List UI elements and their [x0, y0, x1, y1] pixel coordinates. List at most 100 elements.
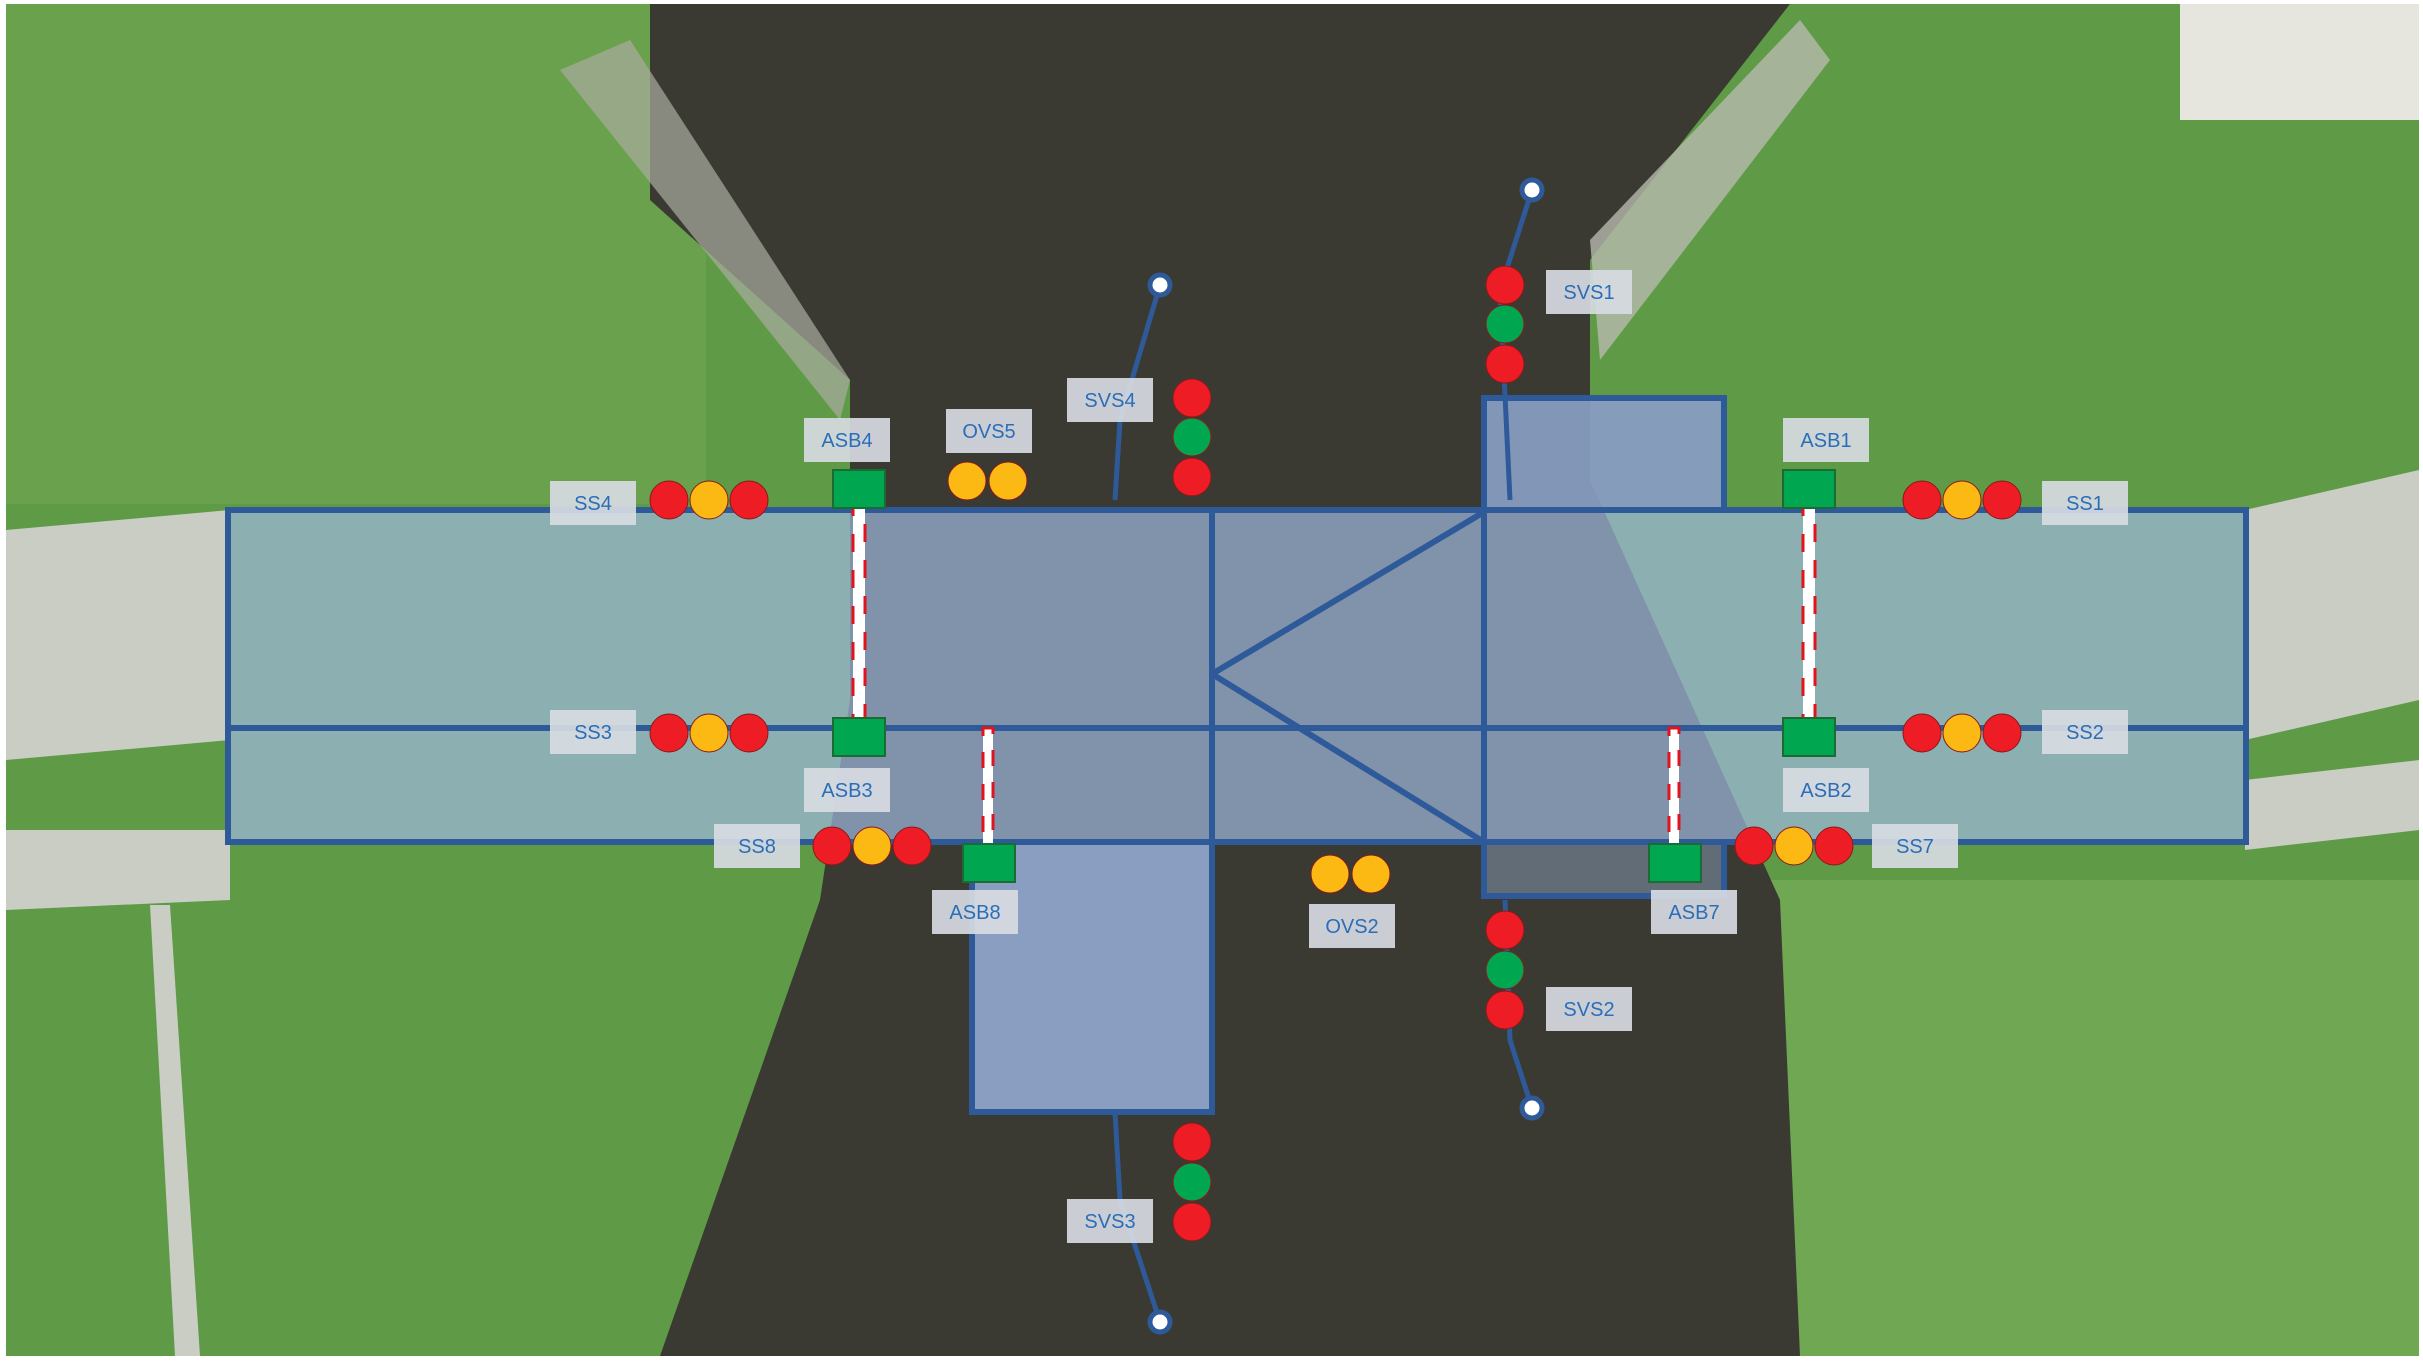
road-west-lower — [6, 830, 230, 910]
barrier-base — [1782, 469, 1836, 509]
signal-ss8[interactable] — [812, 826, 932, 866]
light-amber — [947, 461, 987, 501]
light-red — [1172, 1122, 1212, 1162]
road-west — [6, 510, 230, 760]
barrier-base — [1782, 717, 1836, 757]
light-red — [1902, 480, 1942, 520]
light-green — [1485, 950, 1525, 990]
light-green — [1172, 1162, 1212, 1202]
label-asb1: ASB1 — [1783, 418, 1869, 462]
light-amber — [689, 713, 729, 753]
label-ss4-text: SS4 — [574, 493, 612, 515]
signal-ss1[interactable] — [1902, 480, 2022, 520]
signal-ovs2[interactable] — [1310, 854, 1391, 894]
signal-ovs5[interactable] — [947, 461, 1028, 501]
light-red — [1485, 910, 1525, 950]
label-ss1: SS1 — [2042, 481, 2128, 525]
light-amber — [988, 461, 1028, 501]
label-ovs2-text: OVS2 — [1325, 916, 1378, 938]
barriers — [832, 469, 1836, 883]
bridge-deck — [225, 507, 2249, 845]
light-red — [1485, 990, 1525, 1030]
guide-wall-svs2-end — [1519, 1095, 1545, 1121]
signal-ss4[interactable] — [649, 480, 769, 520]
light-red — [1902, 713, 1942, 753]
label-svs4: SVS4 — [1067, 378, 1153, 422]
light-red — [1485, 344, 1525, 384]
barrier-asb8[interactable] — [962, 726, 1016, 883]
grass-area-lower-right — [1700, 880, 2419, 1356]
label-asb4-text: ASB4 — [821, 430, 872, 452]
signal-svs4[interactable] — [1172, 378, 1212, 497]
label-svs3-text: SVS3 — [1084, 1211, 1135, 1233]
label-svs1-text: SVS1 — [1563, 282, 1614, 304]
label-asb7: ASB7 — [1651, 890, 1737, 934]
signal-svs3[interactable] — [1172, 1122, 1212, 1242]
signal-svs2[interactable] — [1485, 910, 1525, 1030]
canal-bank-right — [1590, 20, 1830, 360]
light-amber — [1942, 480, 1982, 520]
light-amber — [852, 826, 892, 866]
labels: SVS1 SVS4 SVS2 SVS3 OVS5 OVS2 ASB4 ASB1 — [550, 270, 2128, 1243]
light-amber — [1942, 713, 1982, 753]
label-svs2-text: SVS2 — [1563, 999, 1614, 1021]
label-asb3-text: ASB3 — [821, 780, 872, 802]
label-ovs5: OVS5 — [946, 409, 1032, 453]
label-ss7-text: SS7 — [1896, 836, 1934, 858]
signal-ss3[interactable] — [649, 713, 769, 753]
barrier-asb1[interactable] — [1782, 469, 1836, 757]
label-asb3: ASB3 — [804, 768, 890, 812]
light-amber — [1351, 854, 1391, 894]
label-svs1: SVS1 — [1546, 270, 1632, 314]
guide-wall-svs4-end — [1147, 272, 1173, 298]
light-amber — [1774, 826, 1814, 866]
barrier-arm — [1801, 498, 1817, 732]
signal-ss2[interactable] — [1902, 713, 2022, 753]
signal-ss7[interactable] — [1734, 826, 1854, 866]
label-ss1-text: SS1 — [2066, 493, 2104, 515]
light-red — [1814, 826, 1854, 866]
label-ss4: SS4 — [550, 481, 636, 525]
label-ss8-text: SS8 — [738, 836, 776, 858]
label-asb8-text: ASB8 — [949, 902, 1000, 924]
barrier-arm — [851, 498, 867, 732]
label-ss3-text: SS3 — [574, 722, 612, 744]
label-ss8: SS8 — [714, 824, 800, 868]
barrier-base — [832, 469, 886, 509]
guide-wall-svs1-end — [1519, 177, 1545, 203]
signal-svs1[interactable] — [1485, 265, 1525, 384]
canal-bank-left — [560, 40, 850, 420]
light-red — [1734, 826, 1774, 866]
traffic-lights — [649, 265, 2022, 1242]
light-amber — [689, 480, 729, 520]
label-svs3: SVS3 — [1067, 1199, 1153, 1243]
light-red — [892, 826, 932, 866]
footpath — [150, 905, 200, 1356]
pale-field-top-right — [2180, 4, 2419, 120]
label-ss7: SS7 — [1872, 824, 1958, 868]
light-red — [1485, 265, 1525, 305]
light-red — [649, 480, 689, 520]
barrier-asb4[interactable] — [832, 469, 886, 757]
span-diagonal-upper — [1210, 509, 1486, 677]
road-east-lower — [2245, 760, 2419, 850]
light-red — [1172, 457, 1212, 497]
guide-wall-svs3-end — [1147, 1309, 1173, 1335]
label-asb1-text: ASB1 — [1800, 430, 1851, 452]
light-red — [1982, 480, 2022, 520]
label-ss3: SS3 — [550, 710, 636, 754]
label-asb8: ASB8 — [932, 890, 1018, 934]
barrier-base — [832, 717, 886, 757]
light-red — [1172, 378, 1212, 418]
barrier-arm — [1667, 726, 1681, 852]
road-east — [2245, 470, 2419, 740]
barrier-arm — [981, 726, 995, 852]
label-asb2-text: ASB2 — [1800, 780, 1851, 802]
light-red — [649, 713, 689, 753]
label-svs2: SVS2 — [1546, 987, 1632, 1031]
machine-house-ne-outline — [1481, 395, 1727, 513]
barrier-asb7[interactable] — [1648, 726, 1702, 883]
label-asb7-text: ASB7 — [1668, 902, 1719, 924]
label-ovs2: OVS2 — [1309, 904, 1395, 948]
